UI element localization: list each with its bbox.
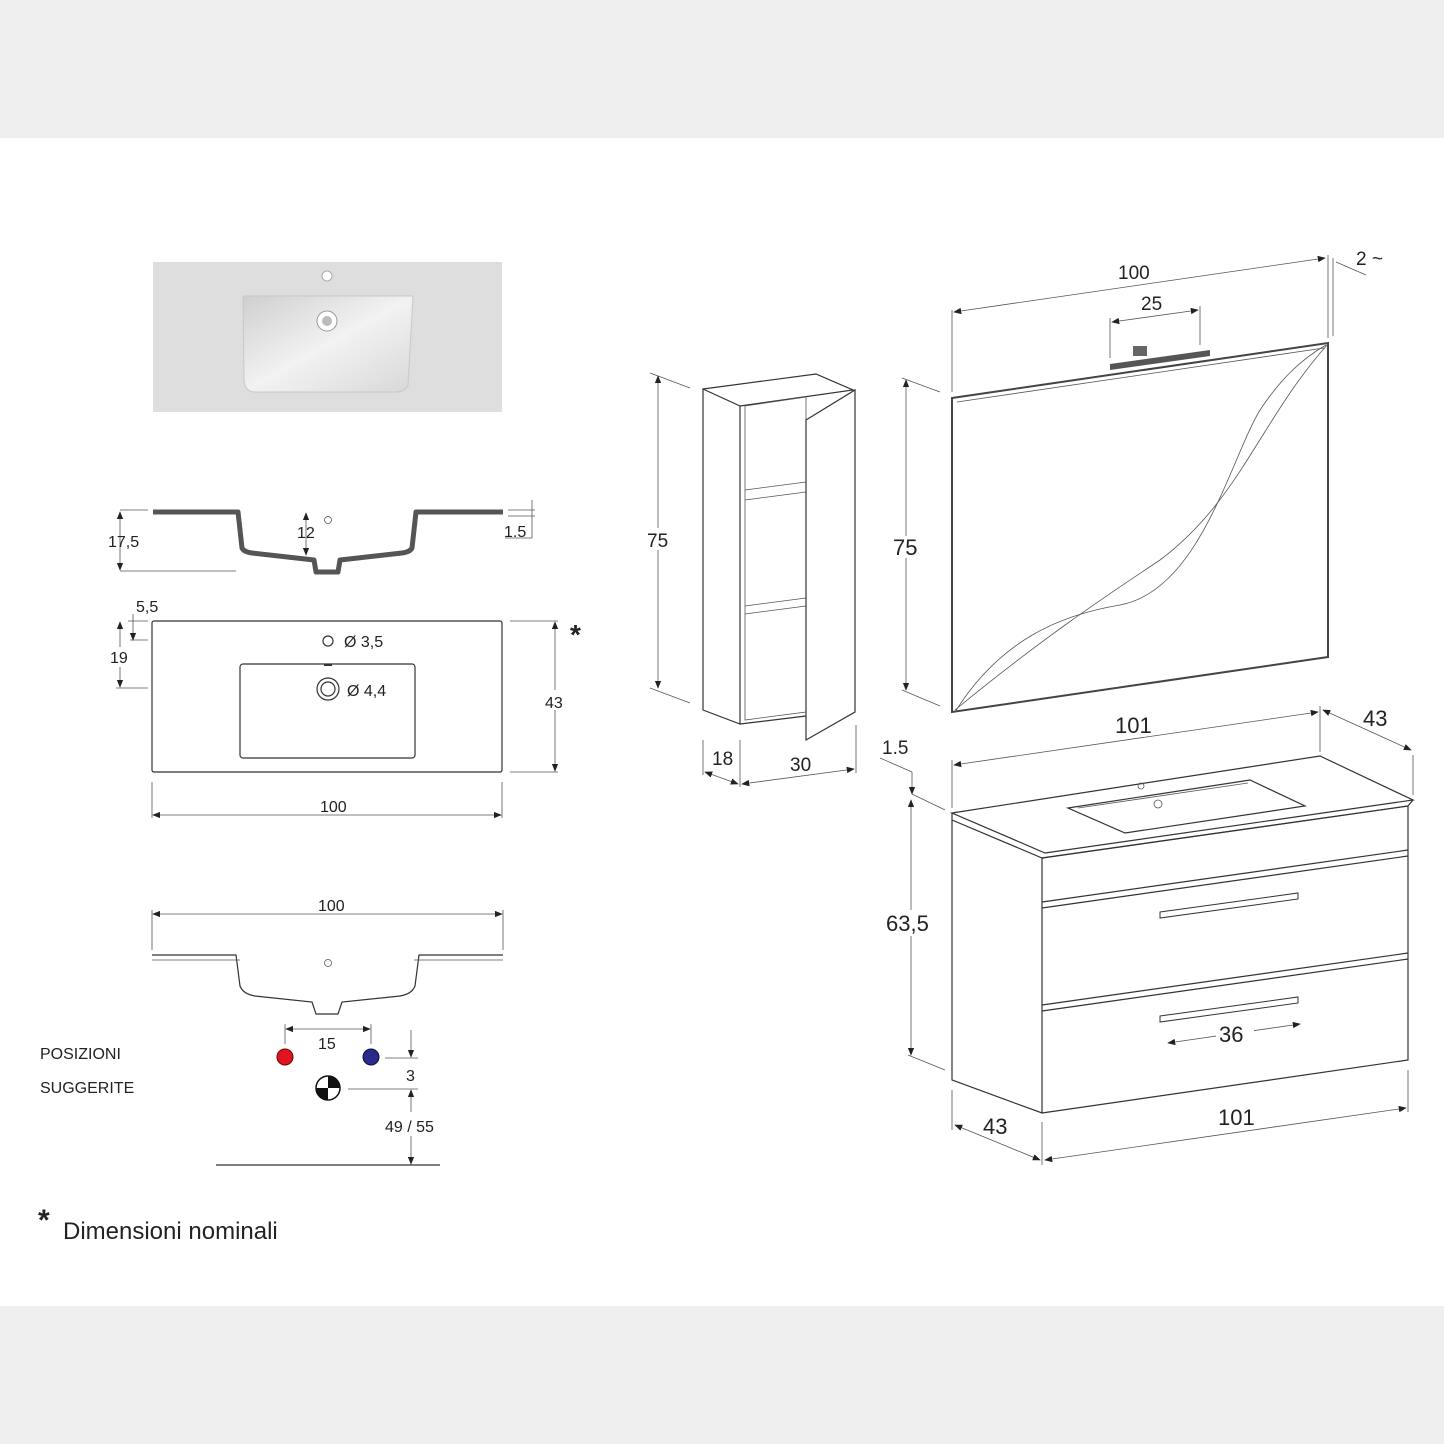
bottom-band bbox=[0, 1306, 1444, 1444]
tap-hole-diameter: Ø 3,5 bbox=[344, 634, 383, 651]
dim-top-depth: 43 bbox=[1363, 706, 1387, 731]
drain-diameter: Ø 4,4 bbox=[347, 683, 386, 700]
wall-cabinet: 75 18 30 bbox=[646, 372, 857, 787]
dim-cabinet-depth: 18 bbox=[712, 749, 733, 770]
footnote-asterisk: * bbox=[38, 1204, 50, 1237]
dim-cabinet-width: 30 bbox=[790, 755, 811, 776]
dim-vertical-offset: 3 bbox=[406, 1068, 415, 1085]
sink-render bbox=[153, 262, 502, 412]
vanity-unit: 36 101 43 1.5 63,5 43 101 bbox=[879, 706, 1416, 1165]
drawer-handle-top bbox=[1159, 892, 1299, 919]
dim-depth: 43 bbox=[545, 695, 563, 712]
dim-tap-offset: 5,5 bbox=[136, 599, 158, 616]
sink-plan: Ø 3,5 Ø 4,4 5,5 19 43 * 100 bbox=[108, 599, 581, 819]
top-band bbox=[0, 0, 1444, 138]
nominal-asterisk: * bbox=[570, 619, 581, 650]
dim-width-bottom: 100 bbox=[318, 898, 345, 915]
dim-base-width: 101 bbox=[1218, 1105, 1255, 1130]
hot-water-icon bbox=[276, 1048, 294, 1066]
positions-label-2: SUGGERITE bbox=[40, 1080, 134, 1097]
dim-height: 49 / 55 bbox=[385, 1119, 434, 1136]
dim-basin-offset: 19 bbox=[110, 650, 128, 667]
drawer-handle-bottom bbox=[1159, 996, 1299, 1023]
dim-spacing: 15 bbox=[318, 1036, 336, 1053]
dim-width: 100 bbox=[320, 799, 347, 816]
sink-section-bottom: 100 bbox=[151, 898, 504, 1015]
mirror: 100 25 2 ~ 75 bbox=[892, 249, 1383, 714]
footnote-text: Dimensioni nominali bbox=[63, 1218, 278, 1245]
dim-rim-thickness: 1.5 bbox=[504, 524, 526, 541]
drain-position-icon bbox=[315, 1075, 341, 1101]
dim-mirror-projection: 2 ~ bbox=[1356, 249, 1383, 270]
dim-lamp-width: 25 bbox=[1141, 294, 1162, 315]
dim-mirror-width: 100 bbox=[1118, 263, 1150, 284]
dim-total-height: 17,5 bbox=[108, 534, 139, 551]
dim-top-thickness: 1.5 bbox=[882, 738, 908, 759]
dim-handle-width: 36 bbox=[1219, 1022, 1243, 1047]
dim-vanity-height: 63,5 bbox=[886, 911, 929, 936]
dim-basin-depth: 12 bbox=[297, 525, 315, 542]
dim-top-width: 101 bbox=[1115, 713, 1152, 738]
dim-mirror-height: 75 bbox=[893, 535, 917, 560]
suggested-positions: POSIZIONI SUGGERITE 15 3 49 / 55 bbox=[40, 1024, 440, 1166]
dim-cabinet-height: 75 bbox=[647, 531, 668, 552]
cold-water-icon bbox=[362, 1048, 380, 1066]
positions-label-1: POSIZIONI bbox=[40, 1046, 121, 1063]
mirror-lamp-icon bbox=[1110, 346, 1210, 370]
sink-section-top: 17,5 12 1.5 bbox=[108, 500, 535, 575]
dim-base-depth: 43 bbox=[983, 1114, 1007, 1139]
